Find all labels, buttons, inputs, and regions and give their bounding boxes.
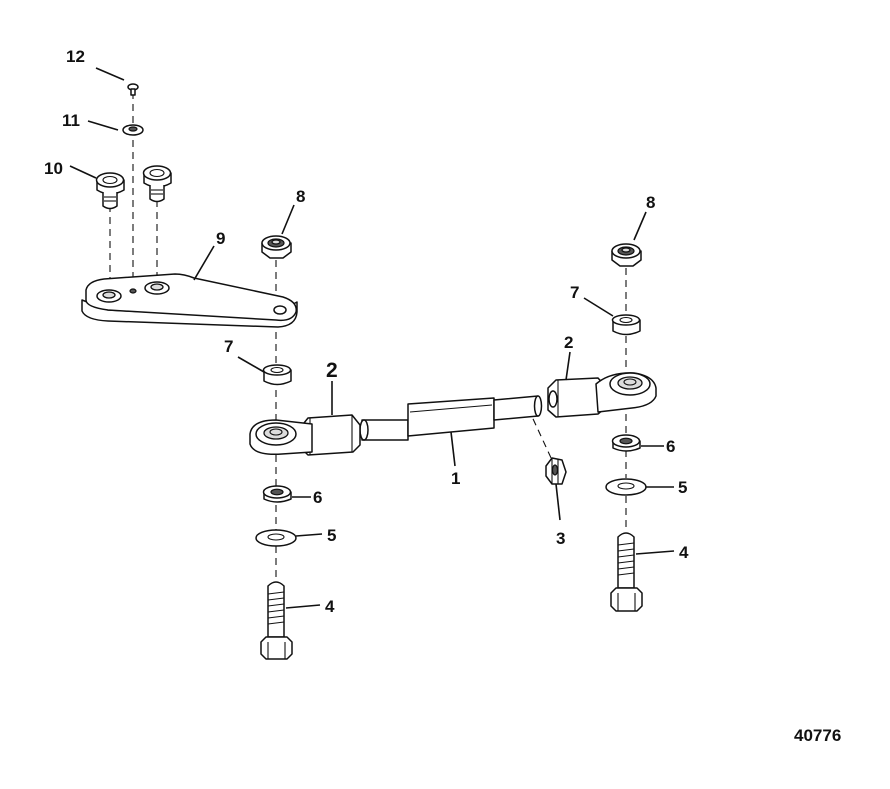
callout-8-right: 8 xyxy=(646,193,655,212)
washer-part-5-right xyxy=(605,478,647,496)
leader-lines xyxy=(69,67,675,609)
callout-1: 1 xyxy=(451,469,460,488)
callout-6-left: 6 xyxy=(313,488,322,507)
callout-8-left: 8 xyxy=(296,187,305,206)
callout-2-left: 2 xyxy=(326,359,338,382)
alignment-lines xyxy=(109,92,627,578)
spacer-part-7-left xyxy=(262,364,292,386)
callout-9: 9 xyxy=(216,229,225,248)
rod-end-part-2-left xyxy=(249,414,361,456)
washer-part-11 xyxy=(122,124,144,136)
screw-part-12 xyxy=(127,83,139,96)
hex-bolt-part-4-right xyxy=(610,532,643,612)
tie-rod-part-1 xyxy=(359,395,543,441)
callout-6-right: 6 xyxy=(666,437,675,456)
jam-nut-part-3 xyxy=(545,457,567,485)
washer-part-5-left xyxy=(255,529,297,547)
spacer-part-7-right xyxy=(611,314,641,336)
locknut-part-8-right xyxy=(611,243,642,267)
washer-part-6-right xyxy=(611,434,641,452)
callout-5-left: 5 xyxy=(327,526,336,545)
callout-7-right: 7 xyxy=(570,283,579,302)
washer-part-6-left xyxy=(262,485,292,503)
callout-7-left: 7 xyxy=(224,337,233,356)
hex-bolt-part-4-left xyxy=(260,581,293,660)
rod-end-part-2-right xyxy=(547,372,657,418)
callout-4-left: 4 xyxy=(325,597,335,616)
callout-2-right: 2 xyxy=(564,333,573,352)
figure-number: 40776 xyxy=(794,726,841,745)
callout-labels: 12 11 10 9 8 8 7 7 2 2 1 3 6 6 5 5 4 4 4… xyxy=(44,47,841,745)
callout-4-right: 4 xyxy=(679,543,689,562)
callout-5-right: 5 xyxy=(678,478,687,497)
callout-12: 12 xyxy=(66,47,85,66)
callout-10: 10 xyxy=(44,159,63,178)
callout-11: 11 xyxy=(62,111,80,130)
bracket-part-9 xyxy=(81,273,298,328)
locknut-part-8-left xyxy=(261,235,292,259)
shoulder-bolt-part-10-right xyxy=(142,165,172,203)
callout-3: 3 xyxy=(556,529,565,548)
shoulder-bolt-part-10-left xyxy=(95,172,125,210)
